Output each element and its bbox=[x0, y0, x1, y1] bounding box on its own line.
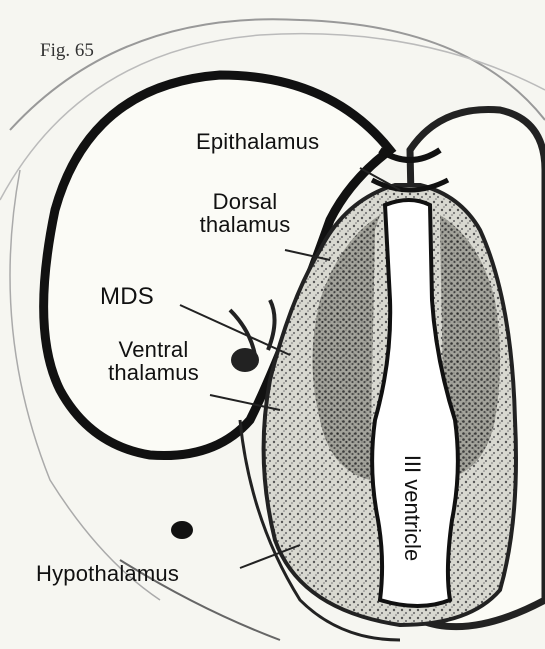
label-epithalamus: Epithalamus bbox=[196, 130, 319, 153]
leader-epithalamus bbox=[360, 168, 400, 190]
label-hypothalamus: Hypothalamus bbox=[36, 562, 179, 585]
label-ventral-line2: thalamus bbox=[96, 361, 211, 384]
vessel-blob bbox=[171, 521, 193, 539]
label-dorsal-line1: Dorsal bbox=[190, 190, 300, 213]
label-ventral-line1: Ventral bbox=[96, 338, 211, 361]
label-dorsal-line2: thalamus bbox=[190, 213, 300, 236]
label-ventral-thalamus: Ventral thalamus bbox=[96, 338, 211, 384]
figure-number: Fig. 65 bbox=[40, 40, 94, 62]
label-third-ventricle: III ventricle bbox=[399, 455, 425, 561]
label-dorsal-thalamus: Dorsal thalamus bbox=[190, 190, 300, 236]
label-mds: MDS bbox=[100, 284, 154, 309]
